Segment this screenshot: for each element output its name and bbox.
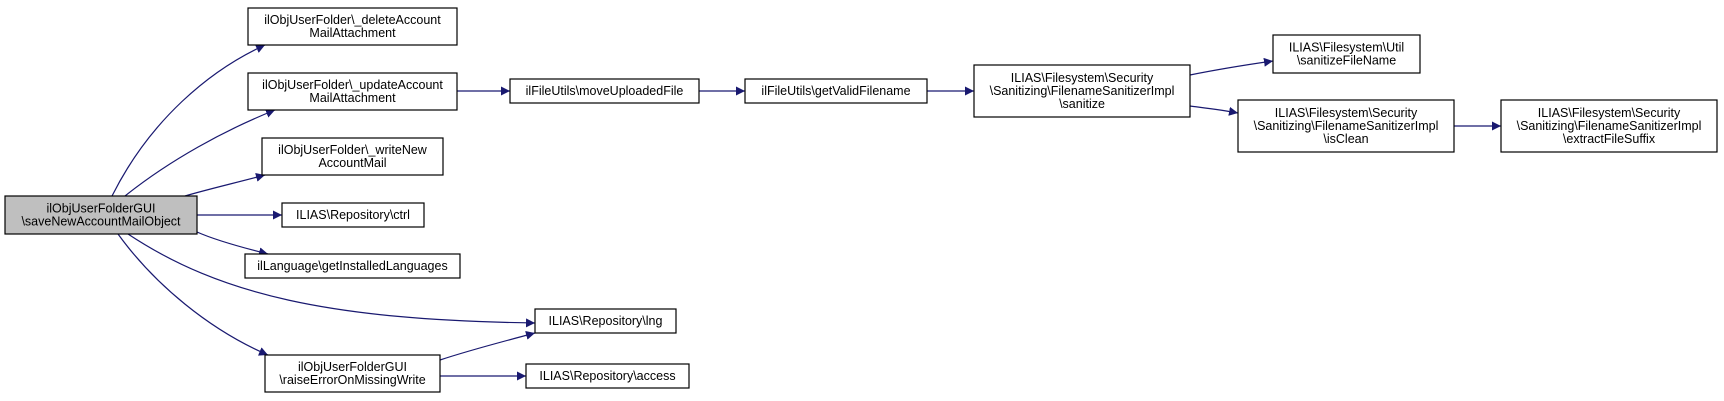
node-label-line: ilLanguage\getInstalledLanguages <box>257 259 447 273</box>
node-label-line: ILIAS\Filesystem\Util <box>1289 41 1404 55</box>
edge-root-to-delete <box>111 44 266 197</box>
node-label-line: ilObjUserFolder\_updateAccount <box>262 78 443 92</box>
edge-line <box>127 233 536 328</box>
node-label-line: \isClean <box>1323 132 1368 146</box>
node-box <box>1500 99 1718 153</box>
node-update[interactable]: ilObjUserFolder\_updateAccountMailAttach… <box>247 72 458 111</box>
edge-root-to-langs <box>196 231 269 257</box>
node-label-line: \Sanitizing\FilenameSanitizerImpl <box>990 84 1175 98</box>
edge-line <box>1189 105 1239 116</box>
node-box <box>509 78 700 104</box>
node-util[interactable]: ILIAS\Filesystem\Util\sanitizeFileName <box>1272 34 1421 74</box>
edge-root-to-raise <box>117 233 269 356</box>
node-valid[interactable]: ilFileUtils\getValidFilename <box>744 78 928 104</box>
node-ctrl[interactable]: ILIAS\Repository\ctrl <box>281 202 425 228</box>
edge-line <box>184 172 266 197</box>
node-box <box>247 72 458 111</box>
node-label-line: ILIAS\Filesystem\Security <box>1538 106 1681 120</box>
node-move[interactable]: ilFileUtils\moveUploadedFile <box>509 78 700 104</box>
node-label-line: \raiseErrorOnMissingWrite <box>279 373 425 387</box>
node-label-line: \Sanitizing\FilenameSanitizerImpl <box>1254 119 1439 133</box>
edge-sanitize-to-isclean <box>1189 105 1239 116</box>
node-label-line: MailAttachment <box>309 26 396 40</box>
node-label-line: ILIAS\Repository\lng <box>549 314 663 328</box>
node-lng[interactable]: ILIAS\Repository\lng <box>534 308 677 334</box>
edge-root-to-write <box>184 172 266 197</box>
edges-layer <box>111 44 1501 381</box>
node-label-line: ILIAS\Filesystem\Security <box>1275 106 1418 120</box>
node-label-line: AccountMail <box>318 156 386 170</box>
node-raise[interactable]: ilObjUserFolderGUI\raiseErrorOnMissingWr… <box>264 354 441 393</box>
edge-root-to-update <box>124 109 276 197</box>
node-root[interactable]: ilObjUserFolderGUI\saveNewAccountMailObj… <box>4 195 198 235</box>
node-label-line: \saveNewAccountMailObject <box>21 215 181 229</box>
node-box <box>1272 34 1421 74</box>
edge-sanitize-to-util <box>1189 57 1274 76</box>
node-sanitize[interactable]: ILIAS\Filesystem\Security\Sanitizing\Fil… <box>973 64 1191 118</box>
node-box <box>1237 99 1455 153</box>
node-label-line: \extractFileSuffix <box>1563 132 1656 146</box>
node-box <box>281 202 425 228</box>
edge-line <box>124 109 276 197</box>
edge-line <box>117 233 269 356</box>
node-label-line: \sanitize <box>1059 97 1105 111</box>
edge-line <box>1189 57 1274 76</box>
node-access[interactable]: ILIAS\Repository\access <box>525 363 690 389</box>
node-label-line: ILIAS\Repository\ctrl <box>296 208 410 222</box>
node-label-line: ILIAS\Repository\access <box>539 369 675 383</box>
node-isclean[interactable]: ILIAS\Filesystem\Security\Sanitizing\Fil… <box>1237 99 1455 153</box>
node-box <box>973 64 1191 118</box>
nodes-layer: ilObjUserFolderGUI\saveNewAccountMailObj… <box>4 7 1718 393</box>
edge-root-to-lng <box>127 233 536 328</box>
node-label-line: ilObjUserFolderGUI <box>298 360 407 374</box>
node-box <box>244 253 461 279</box>
node-label-line: \sanitizeFileName <box>1297 54 1396 68</box>
node-label-line: ilObjUserFolderGUI <box>46 202 155 216</box>
node-label-line: MailAttachment <box>309 91 396 105</box>
edge-raise-to-lng <box>439 330 536 361</box>
node-label-line: ILIAS\Filesystem\Security <box>1011 71 1154 85</box>
node-box <box>744 78 928 104</box>
node-box <box>264 354 441 393</box>
node-box <box>534 308 677 334</box>
node-label-line: ilFileUtils\getValidFilename <box>761 84 910 98</box>
edge-line <box>439 330 536 361</box>
node-label-line: ilObjUserFolder\_deleteAccount <box>264 13 441 27</box>
node-label-line: ilObjUserFolder\_writeNew <box>278 143 428 157</box>
node-box <box>4 195 198 235</box>
node-box <box>261 137 444 176</box>
node-box <box>525 363 690 389</box>
edge-line <box>196 231 269 257</box>
node-label-line: \Sanitizing\FilenameSanitizerImpl <box>1517 119 1702 133</box>
edge-line <box>111 44 266 197</box>
node-delete[interactable]: ilObjUserFolder\_deleteAccountMailAttach… <box>247 7 458 46</box>
node-box <box>247 7 458 46</box>
node-label-line: ilFileUtils\moveUploadedFile <box>526 84 684 98</box>
node-langs[interactable]: ilLanguage\getInstalledLanguages <box>244 253 461 279</box>
node-suffix[interactable]: ILIAS\Filesystem\Security\Sanitizing\Fil… <box>1500 99 1718 153</box>
